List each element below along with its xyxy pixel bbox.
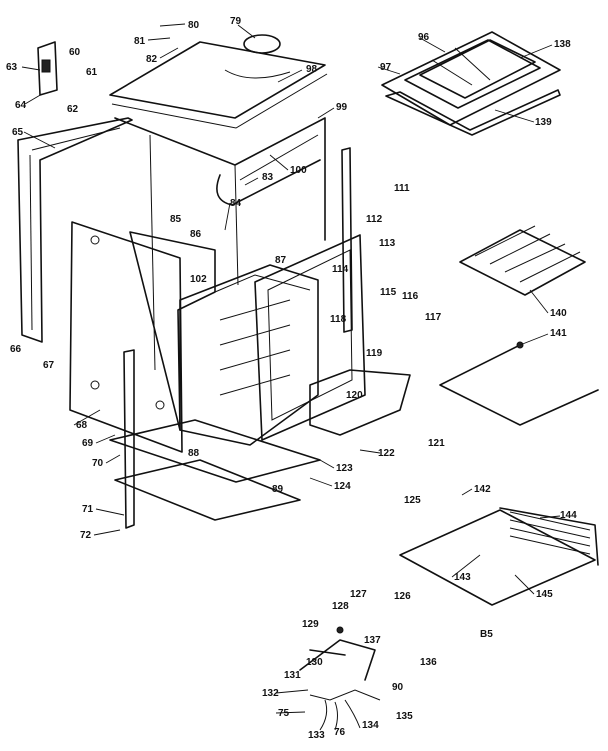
callout-label: 68 — [76, 420, 88, 431]
callout-label: 128 — [332, 601, 349, 612]
callout-label: 65 — [12, 127, 24, 138]
callout-label: 61 — [86, 67, 98, 78]
callout-label: 118 — [330, 314, 347, 325]
callout-label: 71 — [82, 504, 94, 515]
callout-label: 136 — [420, 657, 437, 668]
callout-label: 81 — [134, 36, 146, 47]
broil-pan — [381, 31, 561, 126]
callout-label: 131 — [284, 670, 301, 681]
callout-label: 120 — [346, 390, 363, 401]
oven-rack — [459, 225, 586, 296]
callout-label: 124 — [334, 481, 351, 492]
callout-label: 140 — [550, 308, 567, 319]
callout-label: 121 — [428, 438, 445, 449]
callout-label: 98 — [306, 64, 318, 75]
callout-label: 67 — [43, 360, 55, 371]
callout-label: 142 — [474, 484, 491, 495]
callout-label: 83 — [262, 172, 274, 183]
door-liner — [254, 234, 366, 441]
callout-label: 126 — [394, 591, 411, 602]
callout-label: 88 — [188, 448, 200, 459]
callout-label: 111 — [394, 183, 410, 194]
callout-label: 115 — [380, 287, 397, 298]
callout-label: 102 — [190, 274, 207, 285]
leader-lines — [21, 23, 561, 714]
oven-bottom — [109, 419, 321, 521]
callout-label: 134 — [362, 720, 379, 731]
callout-label: 143 — [454, 572, 471, 583]
callout-label: 96 — [418, 32, 430, 43]
callout-label: 82 — [146, 54, 158, 65]
callout-label: 123 — [336, 463, 353, 474]
callout-label: 116 — [402, 291, 419, 302]
callout-label: 79 — [230, 16, 242, 27]
hinge-bracket — [37, 41, 58, 96]
callout-label: 125 — [404, 495, 421, 506]
callout-label: 135 — [396, 711, 413, 722]
callout-label: 89 — [272, 484, 284, 495]
callout-label: 119 — [366, 348, 383, 359]
callout-label: 129 — [302, 619, 319, 630]
callout-label: 141 — [550, 328, 567, 339]
callout-label: 112 — [366, 214, 383, 225]
callout-labels: 60 61 62 63 64 65 66 67 68 69 70 71 72 7… — [6, 16, 577, 741]
callout-label: 84 — [230, 198, 242, 209]
callout-label: 62 — [67, 104, 79, 115]
callout-label: 100 — [290, 165, 307, 176]
callout-label: 133 — [308, 730, 325, 741]
broiler-drawer — [399, 507, 599, 606]
burner-assembly — [299, 626, 381, 701]
callout-label: 60 — [69, 47, 81, 58]
callout-label: 69 — [82, 438, 94, 449]
callout-label: 75 — [278, 708, 290, 719]
callout-label: 85 — [170, 214, 182, 225]
callout-label: 72 — [80, 530, 92, 541]
callout-label: 87 — [275, 255, 287, 266]
callout-label: 130 — [306, 657, 323, 668]
callout-label: 127 — [350, 589, 367, 600]
power-cord-part — [224, 34, 291, 79]
cabinet-body — [114, 117, 326, 371]
callout-label: 97 — [380, 62, 392, 73]
callout-label: 70 — [92, 458, 104, 469]
callout-label: 145 — [536, 589, 553, 600]
callout-label: 137 — [364, 635, 381, 646]
callout-label: 86 — [190, 229, 202, 240]
callout-label: 99 — [336, 102, 348, 113]
bake-element — [439, 341, 599, 426]
callout-label: 113 — [379, 238, 396, 249]
side-trim-strip — [123, 349, 135, 529]
vent-trim — [341, 147, 353, 333]
broil-element — [309, 369, 411, 436]
callout-label: 66 — [10, 344, 22, 355]
callout-label: 138 — [554, 39, 571, 50]
callout-label: 117 — [425, 312, 442, 323]
callout-label: 144 — [560, 510, 577, 521]
callout-label: 122 — [378, 448, 395, 459]
callout-label: 63 — [6, 62, 18, 73]
front-panel — [69, 221, 183, 453]
callout-label: 132 — [262, 688, 279, 699]
callout-label: 139 — [535, 117, 552, 128]
callout-label: 114 — [332, 264, 349, 275]
wiring-harness — [319, 699, 361, 731]
page-code: B5 — [480, 629, 493, 640]
callout-label: 90 — [392, 682, 404, 693]
side-panel-left — [17, 117, 133, 343]
callout-label: 76 — [334, 727, 346, 738]
callout-label: 80 — [188, 20, 200, 31]
callout-label: 64 — [15, 100, 27, 111]
top-panel — [109, 41, 328, 129]
oven-cavity — [129, 231, 319, 446]
broil-pan-tray — [385, 89, 561, 136]
